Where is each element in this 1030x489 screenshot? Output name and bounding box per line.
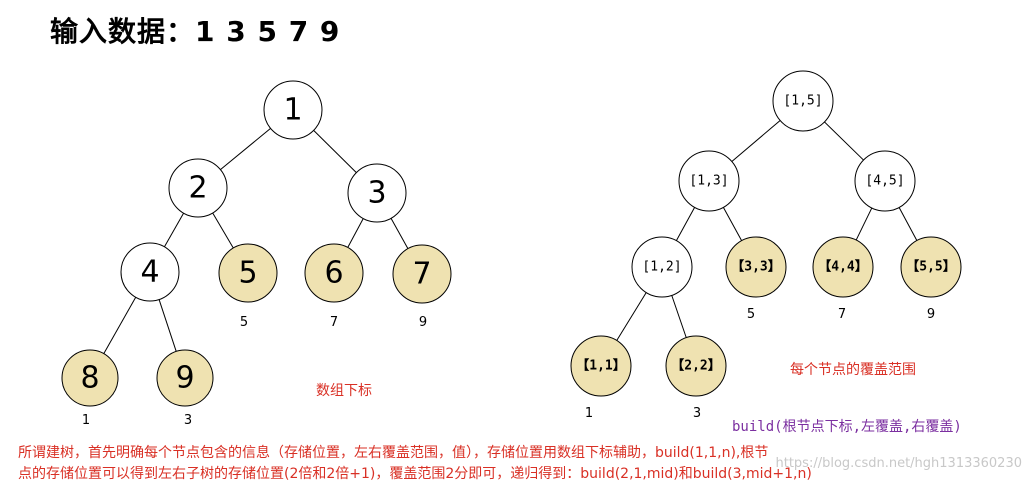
left-edge-1-3 bbox=[313, 130, 357, 173]
left-node-label-2: 2 bbox=[188, 171, 207, 206]
left-leaf-value-8: 1 bbox=[82, 413, 90, 428]
left-node-circle-6 bbox=[304, 243, 364, 303]
left-leaf-value-7: 9 bbox=[419, 315, 427, 330]
left-node-circle-4 bbox=[120, 242, 180, 302]
description-line-1: 所谓建树，首先明确每个节点包含的信息（存储位置，左右覆盖范围，值），存储位置用数… bbox=[18, 445, 769, 461]
left-edge-3-6 bbox=[347, 218, 364, 248]
left-edge-1-2 bbox=[220, 128, 271, 170]
right-edge-r12-r22 bbox=[671, 295, 687, 338]
left-node-circle-2 bbox=[168, 158, 228, 218]
right-node-circle-r13 bbox=[678, 150, 740, 212]
right-edge-r12-r11 bbox=[616, 292, 647, 341]
right-node-label-r13: [1,3] bbox=[689, 174, 728, 189]
left-node-circle-8 bbox=[61, 349, 119, 407]
right-edge-r45-r44 bbox=[855, 207, 873, 241]
left-node-circle-1 bbox=[263, 80, 323, 140]
left-node-label-1: 1 bbox=[283, 93, 302, 128]
right-edge-r13-r33 bbox=[722, 207, 743, 241]
right-node-circle-r55 bbox=[900, 236, 962, 298]
right-node-r11: 【1,1】 bbox=[570, 335, 632, 397]
right-node-r12: [1,2] bbox=[631, 236, 693, 298]
right-leaf-value-r11: 1 bbox=[585, 406, 593, 421]
right-node-circle-r12 bbox=[631, 236, 693, 298]
right-node-circle-r15 bbox=[772, 70, 834, 132]
build-caption: build(根节点下标,左覆盖,右覆盖) bbox=[732, 419, 962, 435]
right-node-label-r12: [1,2] bbox=[642, 260, 681, 275]
left-tree-edges bbox=[103, 128, 409, 354]
left-node-5: 5 bbox=[218, 243, 278, 303]
left-node-8: 8 bbox=[61, 349, 119, 407]
right-node-r22: 【2,2】 bbox=[665, 335, 727, 397]
left-node-circle-7 bbox=[392, 244, 452, 304]
right-leaf-value-r44: 7 bbox=[838, 307, 846, 322]
right-node-circle-r22 bbox=[665, 335, 727, 397]
right-node-label-r55: 【5,5】 bbox=[906, 259, 955, 275]
right-node-r33: 【3,3】 bbox=[725, 236, 787, 298]
right-edge-r15-r13 bbox=[731, 120, 781, 162]
page-title: 输入数据：1 3 5 7 9 bbox=[50, 15, 341, 48]
left-node-label-4: 4 bbox=[140, 255, 159, 290]
right-edge-r45-r55 bbox=[898, 207, 918, 241]
watermark: https://blog.csdn.net/hgh1313360230 bbox=[775, 456, 1023, 471]
right-node-r15: [1,5] bbox=[772, 70, 834, 132]
right-node-r45: [4,5] bbox=[854, 150, 916, 212]
right-node-circle-r33 bbox=[725, 236, 787, 298]
left-node-circle-9 bbox=[156, 349, 214, 407]
right-node-r55: 【5,5】 bbox=[900, 236, 962, 298]
left-edge-3-7 bbox=[390, 218, 409, 249]
right-node-circle-r11 bbox=[570, 335, 632, 397]
description-line-2: 点的存储位置可以得到左右子树的存储位置(2倍和2倍+1)，覆盖范围2分即可，递归… bbox=[18, 466, 812, 482]
left-node-circle-5 bbox=[218, 243, 278, 303]
right-node-circle-r44 bbox=[812, 236, 874, 298]
left-node-9: 9 bbox=[156, 349, 214, 407]
right-node-r44: 【4,4】 bbox=[812, 236, 874, 298]
right-edge-r13-r12 bbox=[675, 207, 696, 241]
left-node-label-5: 5 bbox=[238, 256, 257, 291]
left-node-3: 3 bbox=[347, 163, 407, 223]
left-edge-4-9 bbox=[158, 299, 177, 352]
left-node-1: 1 bbox=[263, 80, 323, 140]
right-edge-r15-r45 bbox=[824, 121, 864, 161]
left-node-label-8: 8 bbox=[80, 361, 99, 396]
left-node-label-9: 9 bbox=[175, 361, 194, 396]
right-node-label-r33: 【3,3】 bbox=[731, 259, 780, 275]
left-node-4: 4 bbox=[120, 242, 180, 302]
right-node-r13: [1,3] bbox=[678, 150, 740, 212]
left-leaf-value-9: 3 bbox=[184, 413, 192, 428]
right-leaf-value-r22: 3 bbox=[693, 406, 701, 421]
left-edge-2-4 bbox=[163, 212, 185, 248]
left-tree-nodes: 1 2 3 4 5 5 6 7 7 9 8 1 9 3 bbox=[61, 80, 452, 428]
left-tree-caption: 数组下标 bbox=[316, 383, 372, 399]
left-node-label-3: 3 bbox=[367, 176, 386, 211]
right-node-label-r11: 【1,1】 bbox=[576, 358, 625, 374]
right-leaf-value-r55: 9 bbox=[927, 307, 935, 322]
left-node-circle-3 bbox=[347, 163, 407, 223]
right-node-label-r22: 【2,2】 bbox=[671, 358, 720, 374]
left-node-label-6: 6 bbox=[324, 256, 343, 291]
right-node-label-r15: [1,5] bbox=[783, 94, 822, 109]
left-node-6: 6 bbox=[304, 243, 364, 303]
description: 所谓建树，首先明确每个节点包含的信息（存储位置，左右覆盖范围，值），存储位置用数… bbox=[18, 443, 1018, 485]
left-edge-2-5 bbox=[212, 212, 234, 249]
left-node-label-7: 7 bbox=[412, 257, 431, 292]
right-tree-edges bbox=[616, 120, 918, 341]
right-node-label-r45: [4,5] bbox=[865, 174, 904, 189]
left-edge-4-8 bbox=[103, 296, 137, 354]
right-node-label-r44: 【4,4】 bbox=[818, 259, 867, 275]
left-node-7: 7 bbox=[392, 244, 452, 304]
right-tree-nodes: [1,5] [1,3] [4,5] [1,2] 【3,3】 5 【4,4】 7 【5,5】 9 【1… bbox=[570, 70, 962, 421]
right-leaf-value-r33: 5 bbox=[747, 307, 755, 322]
right-node-circle-r45 bbox=[854, 150, 916, 212]
right-tree-caption: 每个节点的覆盖范围 bbox=[790, 361, 916, 378]
left-leaf-value-5: 5 bbox=[240, 315, 248, 330]
left-node-2: 2 bbox=[168, 158, 228, 218]
left-leaf-value-6: 7 bbox=[330, 315, 338, 330]
